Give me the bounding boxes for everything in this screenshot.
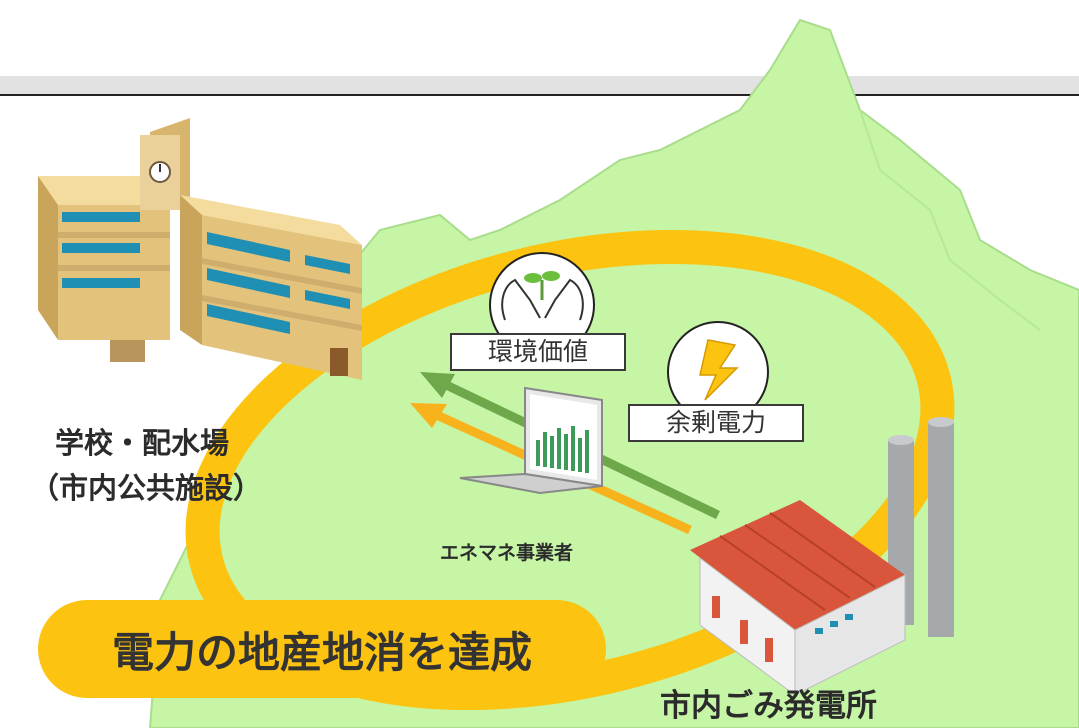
header-bar — [0, 76, 1079, 94]
slogan-banner: 電力の地産地消を達成 — [38, 600, 606, 698]
environmental-value-label: 環境価値 — [450, 333, 626, 371]
facility-label-line2: （市内公共施設） — [30, 471, 263, 505]
facility-label-line1: 学校・配水場 — [55, 426, 230, 460]
surplus-power-label: 余剰電力 — [628, 404, 804, 442]
laptop-icon — [459, 386, 603, 495]
plant-label: 市内ごみ発電所 — [660, 688, 877, 724]
energy-manager-label: エネマネ事業者 — [440, 542, 574, 564]
map-contour — [859, 109, 1041, 331]
garbage-power-plant — [690, 417, 954, 696]
school-building — [38, 118, 362, 380]
environmental-value-icon — [489, 252, 595, 358]
